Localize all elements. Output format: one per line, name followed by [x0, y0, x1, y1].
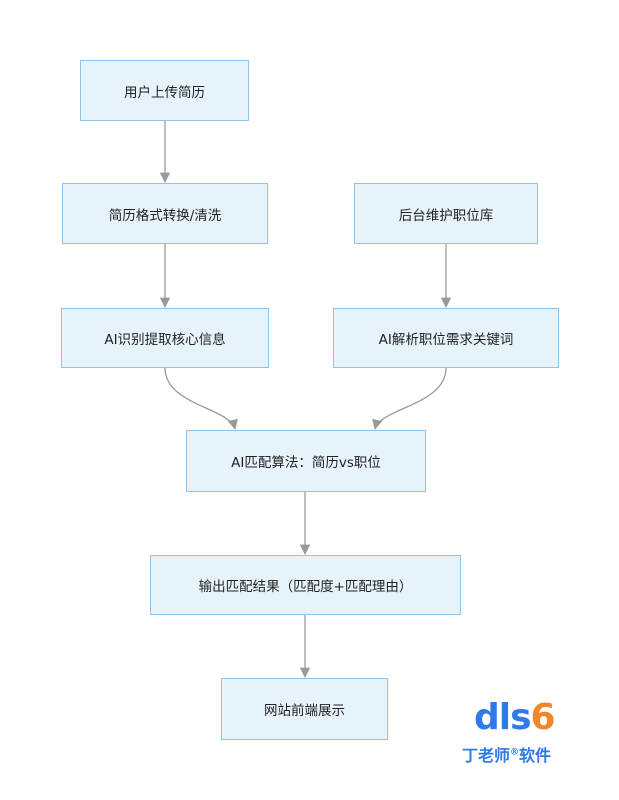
node-resume-convert: 简历格式转换/清洗 — [62, 183, 268, 244]
registered-mark: ® — [510, 747, 520, 758]
node-ai-extract: AI识别提取核心信息 — [61, 308, 269, 368]
node-ai-parse: AI解析职位需求关键词 — [333, 308, 559, 368]
node-output-result-label: 输出匹配结果（匹配度+匹配理由） — [198, 579, 413, 595]
edge-extract-to-match — [164, 367, 238, 431]
edge-parse-to-match — [372, 367, 447, 431]
node-output-result: 输出匹配结果（匹配度+匹配理由） — [150, 555, 461, 615]
node-upload-resume-label: 用户上传简历 — [124, 84, 205, 101]
logo-tagline-software: 软件 — [519, 746, 552, 765]
node-job-database-label: 后台维护职位库 — [398, 207, 494, 224]
node-resume-convert-label: 简历格式转换/清洗 — [108, 207, 222, 224]
brand-logo: dls6 丁老师®软件 — [462, 697, 604, 775]
logo-mark-six: 6 — [530, 697, 556, 738]
node-upload-resume: 用户上传简历 — [80, 60, 249, 121]
node-job-database: 后台维护职位库 — [354, 183, 538, 244]
node-frontend-display-label: 网站前端展示 — [264, 703, 345, 719]
logo-tagline-name: 丁老师 — [462, 746, 511, 765]
node-ai-extract-label: AI识别提取核心信息 — [104, 332, 226, 348]
node-ai-parse-label: AI解析职位需求关键词 — [378, 332, 514, 348]
node-frontend-display: 网站前端展示 — [221, 678, 388, 740]
logo-mark-dls: dls — [474, 697, 532, 738]
node-ai-match-label: AI匹配算法：简历vs职位 — [231, 455, 381, 471]
node-ai-match: AI匹配算法：简历vs职位 — [186, 430, 426, 492]
logo-mark: dls6 — [474, 697, 556, 738]
logo-tagline: 丁老师®软件 — [462, 742, 551, 766]
